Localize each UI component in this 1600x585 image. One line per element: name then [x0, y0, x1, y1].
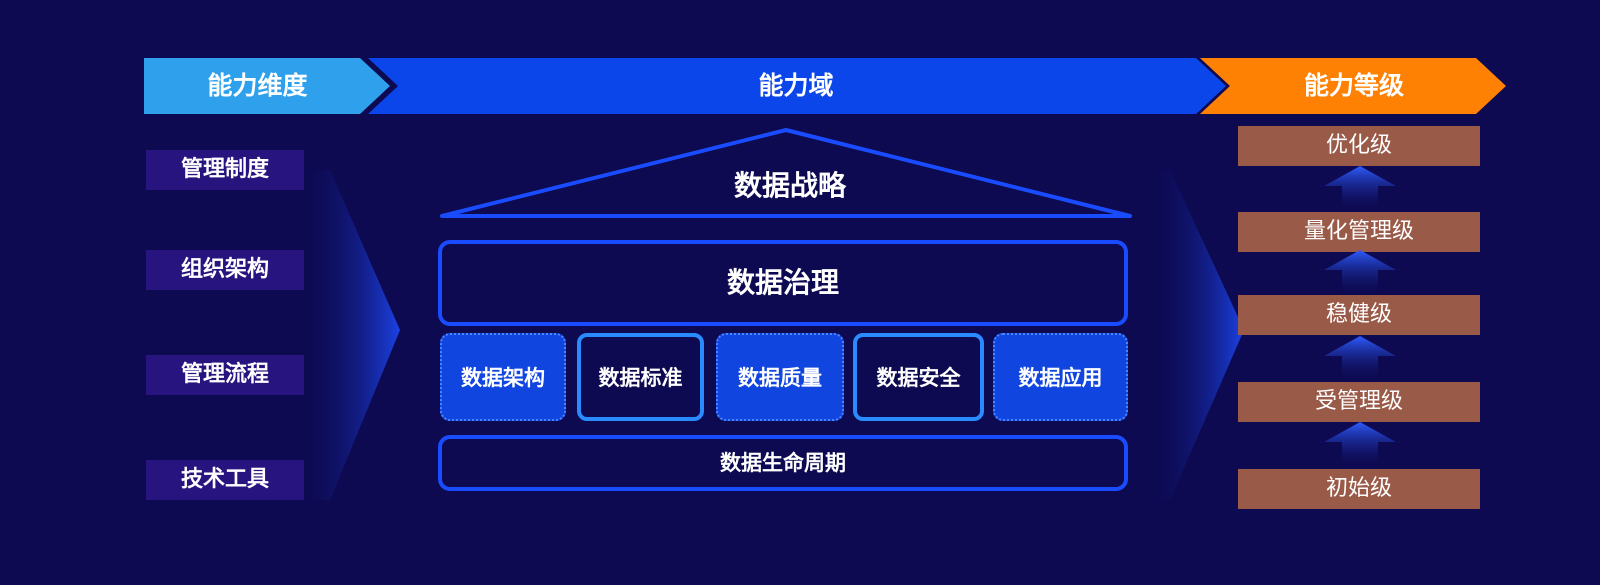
- dimension-item: 组织架构: [146, 250, 304, 290]
- level-item: 受管理级: [1238, 382, 1480, 422]
- pillar-data-application: 数据应用: [993, 333, 1128, 421]
- strategy-label: 数据战略: [733, 169, 846, 202]
- up-arrow-icon: [1324, 422, 1396, 466]
- domain-header-chevron: [368, 58, 1226, 114]
- governance-label: 数据治理: [726, 266, 839, 299]
- pillar-data-architecture: 数据架构: [440, 333, 566, 421]
- lifecycle-label: 数据生命周期: [720, 451, 846, 475]
- dimension-item: 管理流程: [146, 355, 304, 395]
- pillar-data-quality: 数据质量: [716, 333, 844, 421]
- up-arrow-icon: [1324, 166, 1396, 210]
- pillar-data-security: 数据安全: [853, 333, 984, 421]
- roof-triangle: [440, 128, 1132, 218]
- level-item: 量化管理级: [1238, 212, 1480, 252]
- dimension-header-chevron: [144, 58, 390, 114]
- dimension-item: 技术工具: [146, 460, 304, 500]
- level-header-chevron: [1200, 58, 1506, 114]
- level-item: 稳健级: [1238, 295, 1480, 335]
- governance-box: 数据治理: [438, 240, 1128, 326]
- dimension-header-label: 能力维度: [207, 71, 308, 100]
- up-arrow-icon: [1324, 250, 1396, 294]
- domain-header-label: 能力域: [758, 71, 834, 100]
- dimension-item: 管理制度: [146, 150, 304, 190]
- level-item: 初始级: [1238, 469, 1480, 509]
- level-item: 优化级: [1238, 126, 1480, 166]
- level-up-arrows: [1324, 166, 1396, 466]
- right-glow-arrow: [1150, 170, 1244, 500]
- lifecycle-box: 数据生命周期: [438, 435, 1128, 491]
- header-ribbon: [144, 58, 1506, 114]
- level-header-label: 能力等级: [1303, 71, 1404, 100]
- left-glow-arrow: [300, 170, 400, 500]
- pillar-data-standard: 数据标准: [577, 333, 704, 421]
- up-arrow-icon: [1324, 336, 1396, 380]
